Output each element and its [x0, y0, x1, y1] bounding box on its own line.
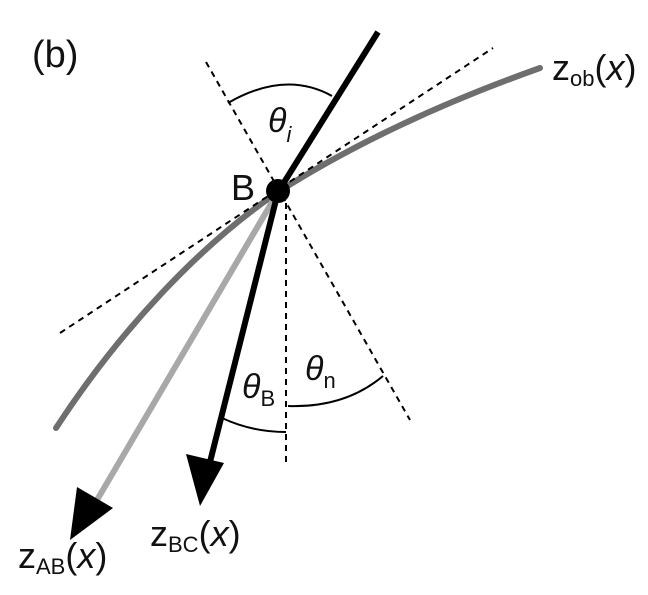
label-theta-i: θi — [268, 102, 292, 147]
incident-ray — [275, 30, 381, 194]
arc-theta-B — [221, 417, 287, 433]
ray-z-bc-arrowhead — [186, 454, 224, 506]
ray-z-ab-arrowhead — [70, 487, 113, 540]
label-theta-b: θB — [242, 368, 275, 411]
label-z-ab: zAB(x) — [18, 535, 107, 579]
curve-z-ob — [53, 65, 543, 431]
label-z-ob: zob(x) — [552, 47, 636, 91]
point-b-dot — [266, 179, 290, 203]
label-z-bc: zBC(x) — [150, 513, 241, 557]
point-label-b: B — [231, 167, 255, 208]
tangent-dashed-line — [59, 47, 494, 334]
ray-z-ab — [94, 190, 281, 502]
arc-theta-n — [287, 375, 384, 408]
ray-z-bc — [207, 191, 281, 463]
panel-label: (b) — [32, 34, 78, 76]
arc-theta-i — [227, 83, 333, 104]
label-theta-n: θn — [305, 350, 336, 393]
normal-dashed-line — [205, 61, 411, 421]
